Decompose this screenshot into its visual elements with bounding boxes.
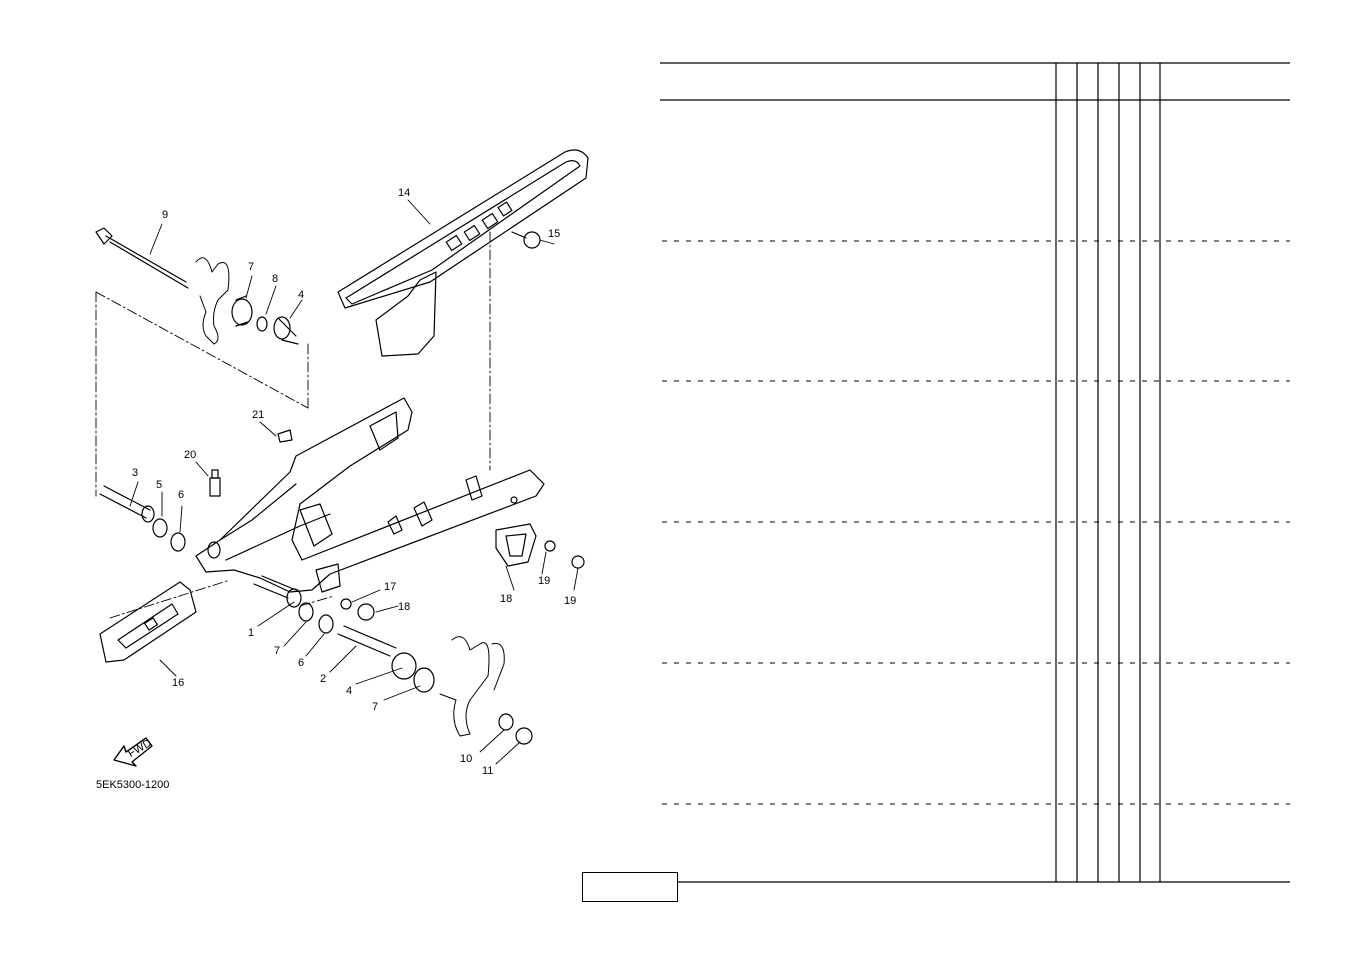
callout-15: 17	[384, 581, 396, 593]
callout-4-upper: 4	[298, 289, 304, 301]
fwd-arrow-icon	[113, 737, 153, 767]
frame-sketch-upper	[195, 257, 230, 345]
collar-7-part	[231, 298, 253, 326]
callout-5-upper: 5	[156, 479, 162, 491]
pivot-bushings-lower	[253, 575, 435, 693]
callout-6-lower: 7	[274, 645, 280, 657]
callout-4-lower: 4	[346, 685, 352, 697]
callout-7-upper: 7	[248, 261, 254, 273]
callout-13: 15	[548, 228, 560, 240]
callout-20: 20	[184, 449, 196, 461]
callout-19: 19	[564, 595, 576, 607]
pivot-bolt-part	[95, 227, 189, 289]
washer-18-part	[544, 540, 556, 552]
callout-labels: 9 14 15 7 8 4 21 20 3 5 6 17 18 19 18 19…	[96, 187, 576, 791]
nut-11-part	[515, 727, 533, 745]
grease-nipple-part	[209, 469, 221, 497]
washer-8-part	[256, 316, 268, 332]
diagram-code: 5EK5300-1200	[96, 779, 169, 791]
pivot-bushings-left	[99, 485, 221, 559]
bolt-13-part	[511, 231, 541, 249]
chain-slider-part	[99, 581, 197, 663]
callout-12: 14	[398, 187, 410, 199]
callout-3: 3	[132, 467, 138, 479]
bushing-4-part	[273, 316, 291, 340]
callout-10: 10	[460, 753, 472, 765]
page-number-box	[582, 872, 678, 902]
chain-guard-part	[495, 523, 537, 567]
washer-15-part	[340, 598, 352, 610]
callout-7-lower: 7	[372, 701, 378, 713]
fwd-label: FWD	[126, 737, 154, 760]
callout-8: 8	[272, 273, 278, 285]
bolt-19-part	[571, 555, 585, 569]
callout-2: 2	[320, 673, 326, 685]
callout-5-lower: 6	[298, 657, 304, 669]
washer-10-part	[498, 713, 514, 731]
callout-11: 11	[482, 765, 493, 777]
frame-sketch-lower	[439, 636, 505, 737]
chain-case-part	[337, 149, 589, 357]
callout-18: 19	[538, 575, 550, 587]
callout-9: 9	[162, 209, 168, 221]
callout-16: 18	[398, 601, 410, 613]
leader-lines	[129, 199, 579, 765]
label-21-part	[277, 429, 293, 443]
swingarm-part	[195, 397, 545, 593]
callout-6-upper: 6	[178, 489, 184, 501]
callout-17: 18	[500, 593, 512, 605]
callout-1: 1	[248, 627, 254, 639]
exploded-parts-diagram: 9 14 15 7 8 4 21 20 3 5 6 17 18 19 18 19…	[95, 149, 589, 791]
callout-14: 16	[172, 677, 184, 689]
bolt-16-part	[357, 603, 375, 621]
callout-21: 21	[252, 409, 264, 421]
